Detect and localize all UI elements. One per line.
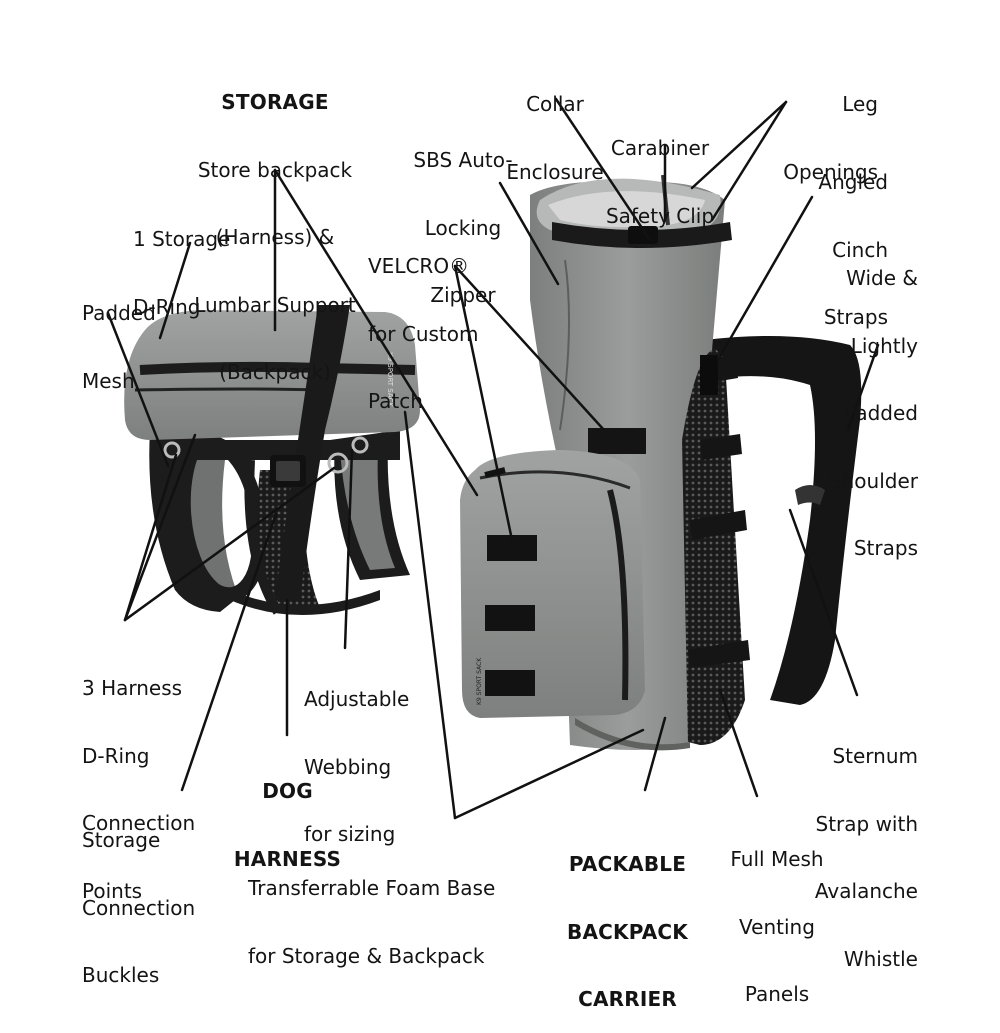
harness-drings-line-4: Points [82,878,143,903]
collar-line-2: Enclosure [506,159,604,184]
sternum-line-4: Whistle [843,946,918,971]
carrier-line-3: CARRIER [578,987,677,1011]
buckles-line-2: Connection [82,895,196,920]
harness-brand-tag: K9 SPORT SACK [386,352,394,407]
velcro-line-1: VELCRO® [368,254,470,278]
storage-dring-line-2: D-Ring [133,294,201,319]
foam-base-label: Transferrable Foam Base for Storage & Ba… [248,832,495,990]
webbing-line-3: for sizing [304,822,396,846]
collar-line-1: Collar [526,92,584,116]
adjustable-webbing-label: Adjustable Webbing for sizing [304,643,409,868]
storage-title: STORAGE [221,90,329,114]
carrier-line-1: PACKABLE [568,852,687,876]
buckles-line-3: Buckles [82,963,160,987]
foam-base-line-1: Transferrable Foam Base [248,876,496,900]
webbing-line-2: Webbing [304,754,392,779]
dog-harness-line-2: HARNESS [233,846,342,871]
cinch-line-1: Angled [818,170,888,194]
leg-openings-label: Leg Openings [760,48,878,206]
leg-openings-line-2: Openings [783,159,878,184]
shoulder-line-3: Padded [844,401,918,425]
harness-drings-line-3: Connection [82,811,196,835]
padded-mesh-line-2: Mesh [82,368,135,393]
padded-mesh-line-1: Padded [82,301,156,325]
carabiner-line-2: Safety Clip [605,203,715,228]
collar-label: Collar Enclosure [470,48,640,206]
sbs-zipper-label: SBS Auto- Locking Zipper [398,104,528,329]
webbing-line-1: Adjustable [304,687,410,711]
mesh-panels-line-1: Full Mesh [730,847,824,871]
carabiner-label: Carabiner Safety Clip [590,92,730,250]
mesh-panels-line-3: Panels [744,982,810,1006]
storage-desc-2: (Harness) & [215,225,335,249]
shoulder-straps-label: Wide & Lightly Padded Shoulder Straps [800,222,918,582]
zipper-line-3: Zipper [430,283,496,307]
shoulder-line-2: Lightly [850,333,918,358]
cinch-line-2: Cinch [832,237,888,262]
carabiner-line-1: Carabiner [610,136,710,160]
storage-buckles-label: Storage Connection Buckles [82,784,195,1009]
mesh-panels-label: Full Mesh Venting Panels [712,803,842,1028]
velcro-line-2: for Custom [368,321,479,346]
sternum-line-1: Sternum [832,744,918,768]
dog-harness: K9 SPORT SACK [124,305,421,615]
velcro-label: VELCRO® for Custom Patch [368,210,478,435]
sternum-label: Sternum Strap with Avalanche Whistle [790,700,918,993]
cinch-line-3: Straps [823,305,888,329]
harness-drings-label: 3 Harness D-Ring Connection Points [82,632,195,925]
shoulder-line-5: Straps [853,536,918,560]
product-illustration: K9 SPORT SACK K9 [106,97,880,820]
buckles-line-1: Storage [82,828,161,852]
sternum-line-2: Strap with [815,811,919,836]
storage-dring-line-1: 1 Storage [133,227,231,251]
velcro-line-3: Patch [368,389,423,413]
dog-harness-label: DOG HARNESS [220,735,355,893]
shoulder-line-1: Wide & [846,266,918,290]
storage-label: STORAGE Store backpack (Harness) & Lumba… [180,46,370,406]
pack-brand-tag: K9 SPORT SACK [476,657,483,705]
storage-desc-4: (Backpack) [219,360,331,384]
padded-mesh-label: Padded Mesh [82,257,156,415]
harness-drings-line-1: 3 Harness [82,676,183,700]
leg-openings-line-1: Leg [842,92,878,116]
zipper-line-1: SBS Auto- [413,148,513,172]
backpack-carrier-label: PACKABLE BACKPACK CARRIER [555,808,700,1033]
cinch-straps-label: Angled Cinch Straps [790,126,888,351]
storage-desc-3: Lumbar Support [194,292,356,317]
storage-dring-label: 1 Storage D-Ring [133,183,230,341]
callout-lines [106,97,880,820]
carrier-line-2: BACKPACK [567,919,688,944]
shoulder-line-4: Shoulder [828,468,918,493]
mesh-panels-line-2: Venting [739,914,815,939]
foam-base-line-2: for Storage & Backpack [248,943,485,968]
dog-harness-line-1: DOG [262,779,313,803]
harness-drings-line-2: D-Ring [82,743,150,768]
storage-desc-1: Store backpack [197,157,353,182]
zipper-line-2: Locking [424,215,502,240]
sternum-line-3: Avalanche [814,879,918,903]
